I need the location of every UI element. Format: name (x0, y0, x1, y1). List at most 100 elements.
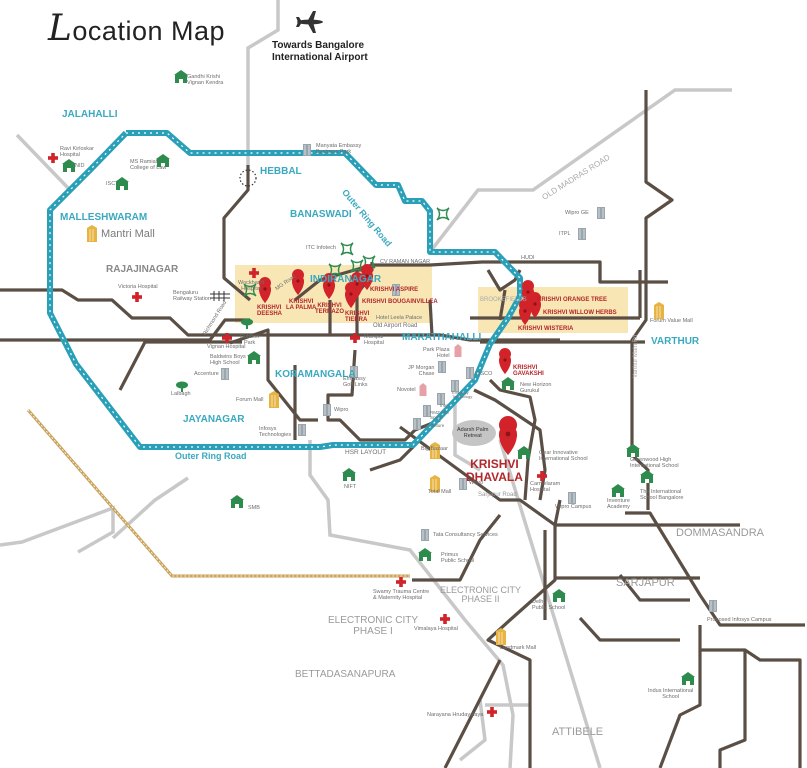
school-icon (501, 377, 515, 390)
road-label-sarjapur: Sarjapur Road (478, 492, 517, 498)
poi-wipro-ge: Wipro GE (565, 210, 589, 216)
poi-nid: NID (75, 163, 85, 169)
school-icon (681, 672, 695, 685)
poi-novotel: Novotel (397, 387, 416, 393)
hotel-icon (419, 383, 427, 396)
office-icon (596, 206, 606, 220)
road-label-varthur-main: Varthur Main Rd (633, 334, 639, 378)
mall-icon (653, 301, 665, 320)
office-icon (420, 528, 430, 542)
flyover-icon (340, 242, 354, 256)
poi-wipro-s: Wipro (469, 480, 484, 486)
office-icon (437, 360, 447, 374)
project-label-orange-tree: KRISHVI ORANGE TREE (537, 297, 608, 303)
area-rajajinagar: RAJAJINAGAR (106, 264, 179, 275)
poi-swamy-trauma: Swamy Trauma Centre& Maternity Hospital (373, 589, 430, 601)
school-icon (247, 351, 261, 364)
office-icon (322, 403, 332, 417)
hospital-icon (132, 292, 142, 302)
hebbal-flyover-marker (239, 169, 257, 187)
mall-icon (268, 390, 280, 409)
hotel-icon (454, 344, 462, 357)
area-sarjapur: SARJAPUR (616, 577, 675, 589)
poi-itc-infotech: ITC Infotech (306, 245, 336, 251)
school-icon (174, 70, 188, 83)
road-label-hudi: HUDI (521, 255, 535, 261)
poi-cisco: CISCO (475, 371, 493, 377)
area-varthur: VARTHUR (651, 336, 700, 347)
area-bettadasanapura: BETTADASANAPURA (295, 669, 396, 680)
poi-narayana: Narayana Hrudayalaya (427, 712, 484, 718)
project-label-wisteria: KRISHVI WISTERIA (518, 326, 574, 332)
project-label-willow-herbs: KRISHVI WILLOW HERBS (543, 310, 617, 316)
school-icon (342, 468, 356, 481)
area-malleshwaram: MALLESHWARAM (60, 212, 148, 223)
poi-accenture-w: Accenture (194, 371, 219, 377)
poi-big-bazaar: Big Bazaar (421, 446, 448, 452)
area-koramangala: KORAMANGALA (275, 369, 356, 380)
poi-smb: SMB (248, 505, 260, 511)
poi-total-mall: Total Mall (428, 489, 452, 495)
page-title: Location Map (48, 8, 225, 49)
poi-nift: NIFT (344, 484, 357, 490)
poi-hotel-leela: Hotel Leela Palace (376, 315, 423, 321)
area-indiranagar: INDIRANAGAR (310, 274, 382, 285)
office-icon (577, 227, 587, 241)
poi-forum-value-mall: Forum Value Mall (650, 318, 693, 324)
flyover-icon (436, 207, 450, 221)
area-jayanagar: JAYANAGAR (183, 414, 245, 425)
school-icon (611, 484, 625, 497)
area-banaswadi: BANASWADI (290, 209, 352, 220)
poi-cv-raman-nagar: CV RAMAN NAGAR (380, 259, 431, 265)
mall-icon (495, 627, 507, 646)
area-hsr-layout: HSR LAYOUT (345, 449, 387, 456)
airplane-icon (296, 11, 323, 33)
school-icon (115, 177, 129, 190)
office-icon (297, 423, 307, 437)
office-icon (708, 599, 718, 613)
poi-vimalaya: Vimalaya Hospital (414, 626, 458, 632)
poi-mantri-mall: Mantri Mall (101, 228, 155, 240)
project-label-aspire: KRISHVI ASPIRE (370, 287, 419, 293)
poi-wipro-campus: Wipro Campus (555, 504, 592, 510)
poi-isc: ISC (106, 181, 116, 187)
hospital-icon (440, 614, 450, 624)
school-icon (640, 470, 654, 483)
hospital-icon (487, 707, 497, 717)
poi-proposed-infosys: Proposed Infosys Campus (707, 617, 772, 623)
poi-vignan-hospital: Vignan Hospital (207, 344, 246, 350)
railway-track-icon (210, 291, 230, 301)
office-icon (220, 367, 230, 381)
school-icon (230, 495, 244, 508)
area-dommasandra: DOMMASANDRA (676, 527, 765, 539)
poi-intel: Intel (440, 403, 449, 408)
hospital-icon (48, 153, 58, 163)
